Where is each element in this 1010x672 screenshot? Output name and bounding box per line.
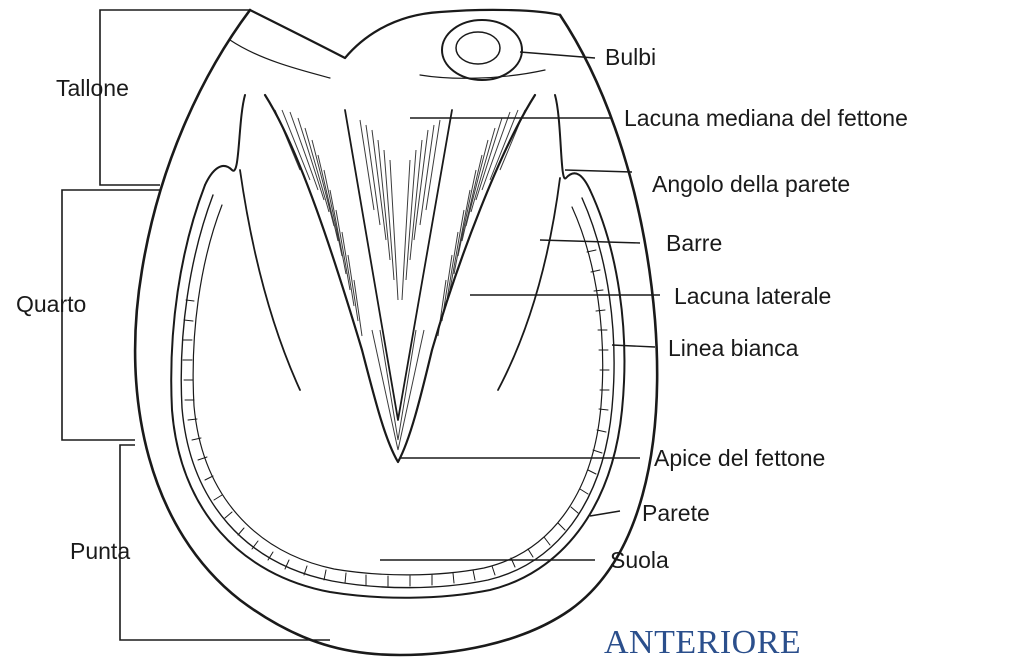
bar-left [240,170,300,390]
label-tallone: Tallone [56,77,129,100]
label-quarto: Quarto [16,293,86,316]
label-punta: Punta [70,540,130,563]
white-line-outer [181,195,614,588]
leader-lines [380,52,660,560]
bar-right [498,178,560,390]
frog-central-groove [345,110,452,420]
label-barre: Barre [666,232,722,255]
label-suola: Suola [610,549,669,572]
heel-bulbs-outline [250,10,560,58]
label-lacuna-mediana: Lacuna mediana del fettone [624,107,908,130]
label-apice-fettone: Apice del fettone [654,447,825,470]
white-line-inner [193,205,603,575]
label-parete: Parete [642,502,710,525]
wall-angle-left [205,95,245,185]
wall-angle-right [555,95,590,190]
bulb-right [442,20,522,80]
label-angolo-parete: Angolo della parete [652,173,850,196]
label-lacuna-laterale: Lacuna laterale [674,285,831,308]
frog-shading [275,110,525,450]
hoof-wall-outer [135,10,657,655]
label-linea-bianca: Linea bianca [668,337,798,360]
caption-anteriore: ANTERIORE [604,626,801,660]
label-bulbi: Bulbi [605,46,656,69]
